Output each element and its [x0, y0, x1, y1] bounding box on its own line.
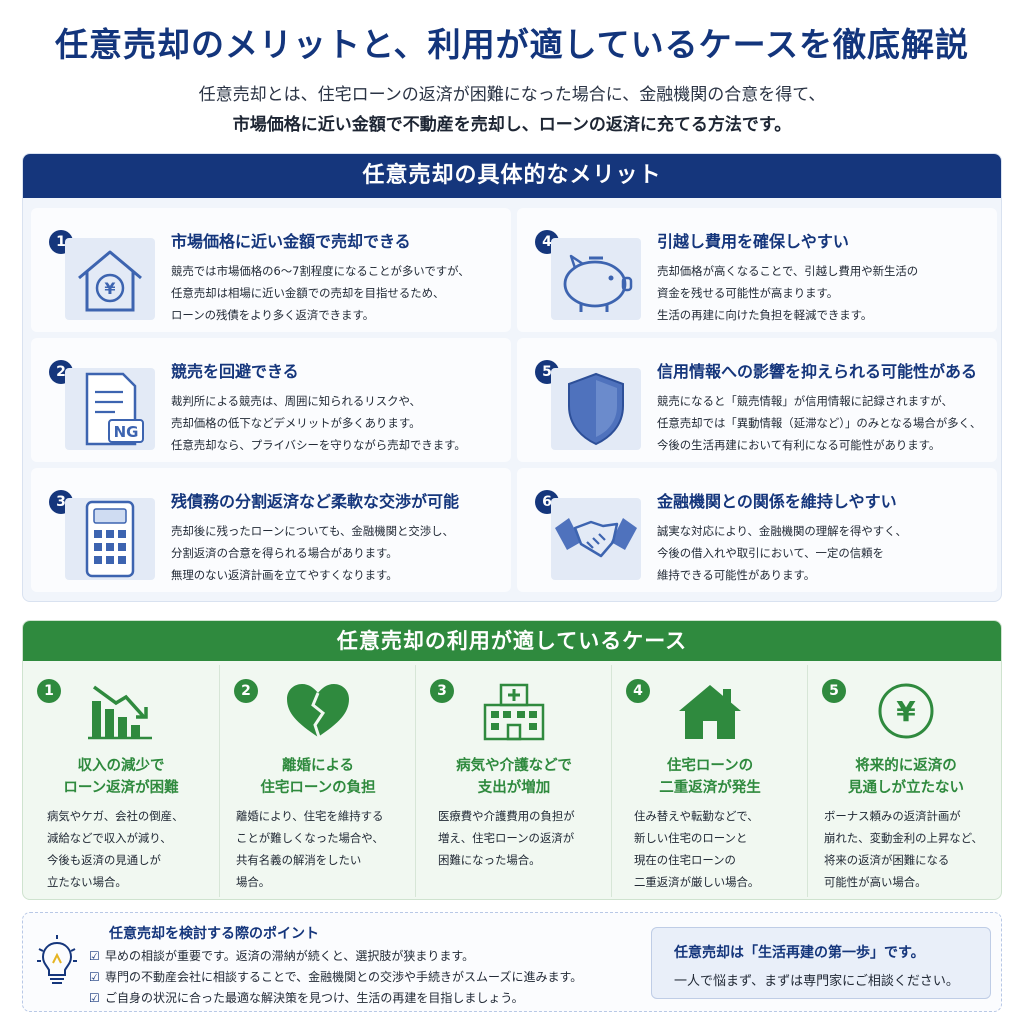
- merit-title: 競売を回避できる: [171, 362, 299, 381]
- case-card-4: 4 住宅ローンの二重返済が発生 住み替えや転勤などで、新しい住宅のローンと現在の…: [611, 665, 807, 897]
- point-item-3: ☑ご自身の状況に合った最適な解決策を見つけ、生活の再建を目指しましょう。: [89, 991, 524, 1005]
- intro-line-2: 市場価格に近い金額で不動産を売却し、ローンの返済に充てる方法です。: [232, 115, 792, 135]
- merit-title: 引越し費用を確保しやすい: [657, 232, 849, 251]
- case-description: 住み替えや転勤などで、新しい住宅のローンと現在の住宅ローンの二重返済が厳しい場合…: [634, 809, 760, 889]
- document-ng-icon: NG: [65, 368, 155, 450]
- case-title: 将来的に返済の見通しが立たない: [848, 758, 964, 796]
- case-number: 3: [430, 679, 454, 703]
- cases-heading: 任意売却の利用が適しているケース: [23, 621, 1001, 661]
- merit-card-3: 3 残債務の分割返済など柔軟な交渉が可能 売却後に残ったローンについても、金融機…: [31, 468, 511, 592]
- merit-card-6: 6 金融機関との関係を維持しやすい 誠実な対応により、金融機関の理解を得やすく、…: [517, 468, 997, 592]
- house-icon: [679, 685, 741, 739]
- merit-title: 金融機関との関係を維持しやすい: [657, 492, 897, 511]
- callout-text: 一人で悩まず、まずは専門家にご相談ください。: [674, 974, 959, 989]
- merit-description: 売却価格が高くなることで、引越し費用や新生活の資金を残せる可能性が高まります。生…: [657, 264, 919, 322]
- points-title: 任意売却を検討する際のポイント: [109, 926, 319, 942]
- yen-coin-icon: ¥: [878, 683, 934, 739]
- svg-text:NG: NG: [114, 423, 139, 441]
- piggy-bank-icon: [551, 238, 641, 320]
- merit-title: 残債務の分割返済など柔軟な交渉が可能: [171, 492, 460, 511]
- case-number: 4: [626, 679, 650, 703]
- point-item-1: ☑早めの相談が重要です。返済の滞納が続くと、選択肢が狭まります。: [89, 949, 475, 963]
- merit-description: 裁判所による競売は、周囲に知られるリスクや、売却価格の低下などデメリットが多くあ…: [171, 394, 466, 452]
- point-item-2: ☑専門の不動産会社に相談することで、金融機関との交渉や手続きがスムーズに進みます…: [89, 970, 583, 984]
- shield-icon: [551, 368, 641, 450]
- lightbulb-icon: [37, 935, 77, 984]
- case-title: 収入の減少でローン返済が困難: [63, 758, 179, 796]
- merit-title: 市場価格に近い金額で売却できる: [171, 232, 411, 251]
- case-title: 住宅ローンの二重返済が発生: [659, 758, 761, 796]
- case-card-5: 5 ¥ 将来的に返済の見通しが立たない ボーナス頼みの返済計画が崩れた、変動金利…: [807, 665, 1001, 897]
- svg-text:¥: ¥: [104, 279, 115, 298]
- callout-box: 任意売却は「生活再建の第一歩」です。 一人で悩まず、まずは専門家にご相談ください…: [651, 927, 991, 999]
- merits-section: 任意売却の具体的なメリット 1 ¥ 市場価格に近い金額で売却できる 競売では市場…: [22, 153, 1002, 602]
- broken-heart-icon: [287, 684, 349, 738]
- case-number: 2: [234, 679, 258, 703]
- merit-description: 競売になると「競売情報」が信用情報に記録されますが、任意売却では「異動情報（延滞…: [657, 394, 982, 452]
- checkbox-icon: ☑: [89, 949, 100, 963]
- hospital-icon: [483, 683, 545, 741]
- merit-card-4: 4 引越し費用を確保しやすい 売却価格が高くなることで、引越し費用や新生活の資金…: [517, 208, 997, 332]
- case-number: 5: [822, 679, 846, 703]
- case-description: 病気やケガ、会社の倒産、減給などで収入が減り、今後も返済の見通しが立たない場合。: [47, 809, 184, 889]
- case-number: 1: [37, 679, 61, 703]
- merit-card-5: 5 信用情報への影響を抑えられる可能性がある 競売になると「競売情報」が信用情報…: [517, 338, 997, 462]
- merit-title: 信用情報への影響を抑えられる可能性がある: [657, 362, 978, 381]
- intro-text: 任意売却とは、住宅ローンの返済が困難になった場合に、金融機関の合意を得て、 市場…: [0, 80, 1024, 140]
- case-description: 離婚により、住宅を維持することが難しくなった場合や、共有名義の解消をしたい場合。: [236, 809, 384, 889]
- merits-heading: 任意売却の具体的なメリット: [23, 154, 1001, 198]
- merit-description: 競売では市場価格の6～7割程度になることが多いですが、任意売却は相場に近い金額で…: [171, 264, 470, 322]
- calculator-icon: [65, 498, 155, 580]
- intro-line-1: 任意売却とは、住宅ローンの返済が困難になった場合に、金融機関の合意を得て、: [198, 85, 826, 105]
- checkbox-icon: ☑: [89, 970, 100, 984]
- handshake-icon: [551, 498, 641, 580]
- declining-chart-icon: [88, 685, 152, 740]
- merit-description: 誠実な対応により、金融機関の理解を得やすく、今後の借入れや取引において、一定の信…: [657, 524, 907, 582]
- page-title: 任意売却のメリットと、利用が適しているケースを徹底解説: [54, 25, 970, 64]
- callout-heading: 任意売却は「生活再建の第一歩」です。: [674, 945, 925, 961]
- case-card-2: 2 離婚による住宅ローンの負担 離婚により、住宅を維持することが難しくなった場合…: [219, 665, 415, 897]
- cases-section: 任意売却の利用が適しているケース 1 収入の減少でローン返済が困難 病気やケガ、…: [22, 620, 1002, 900]
- merit-card-2: 2 NG 競売を回避できる 裁判所による競売は、周囲に知られるリスクや、売却価格…: [31, 338, 511, 462]
- case-title: 病気や介護などで支出が増加: [456, 758, 572, 796]
- case-title: 離婚による住宅ローンの負担: [260, 758, 376, 796]
- case-card-3: 3 病気や介護などで支出が増加 医療費や介護費用の負担が増え、住宅ローンの返済が…: [415, 665, 611, 897]
- checkbox-icon: ☑: [89, 991, 100, 1005]
- house-yen-icon: ¥: [65, 238, 155, 320]
- points-section: 任意売却を検討する際のポイント ☑早めの相談が重要です。返済の滞納が続くと、選択…: [22, 912, 1002, 1012]
- case-description: ボーナス頼みの返済計画が崩れた、変動金利の上昇など、将来の返済が困難になる可能性…: [824, 809, 983, 889]
- merit-description: 売却後に残ったローンについても、金融機関と交渉し、分割返済の合意を得られる場合が…: [171, 524, 454, 582]
- case-card-1: 1 収入の減少でローン返済が困難 病気やケガ、会社の倒産、減給などで収入が減り、…: [23, 665, 219, 897]
- svg-text:¥: ¥: [896, 695, 916, 728]
- merit-card-1: 1 ¥ 市場価格に近い金額で売却できる 競売では市場価格の6～7割程度になること…: [31, 208, 511, 332]
- case-description: 医療費や介護費用の負担が増え、住宅ローンの返済が困難になった場合。: [438, 809, 575, 867]
